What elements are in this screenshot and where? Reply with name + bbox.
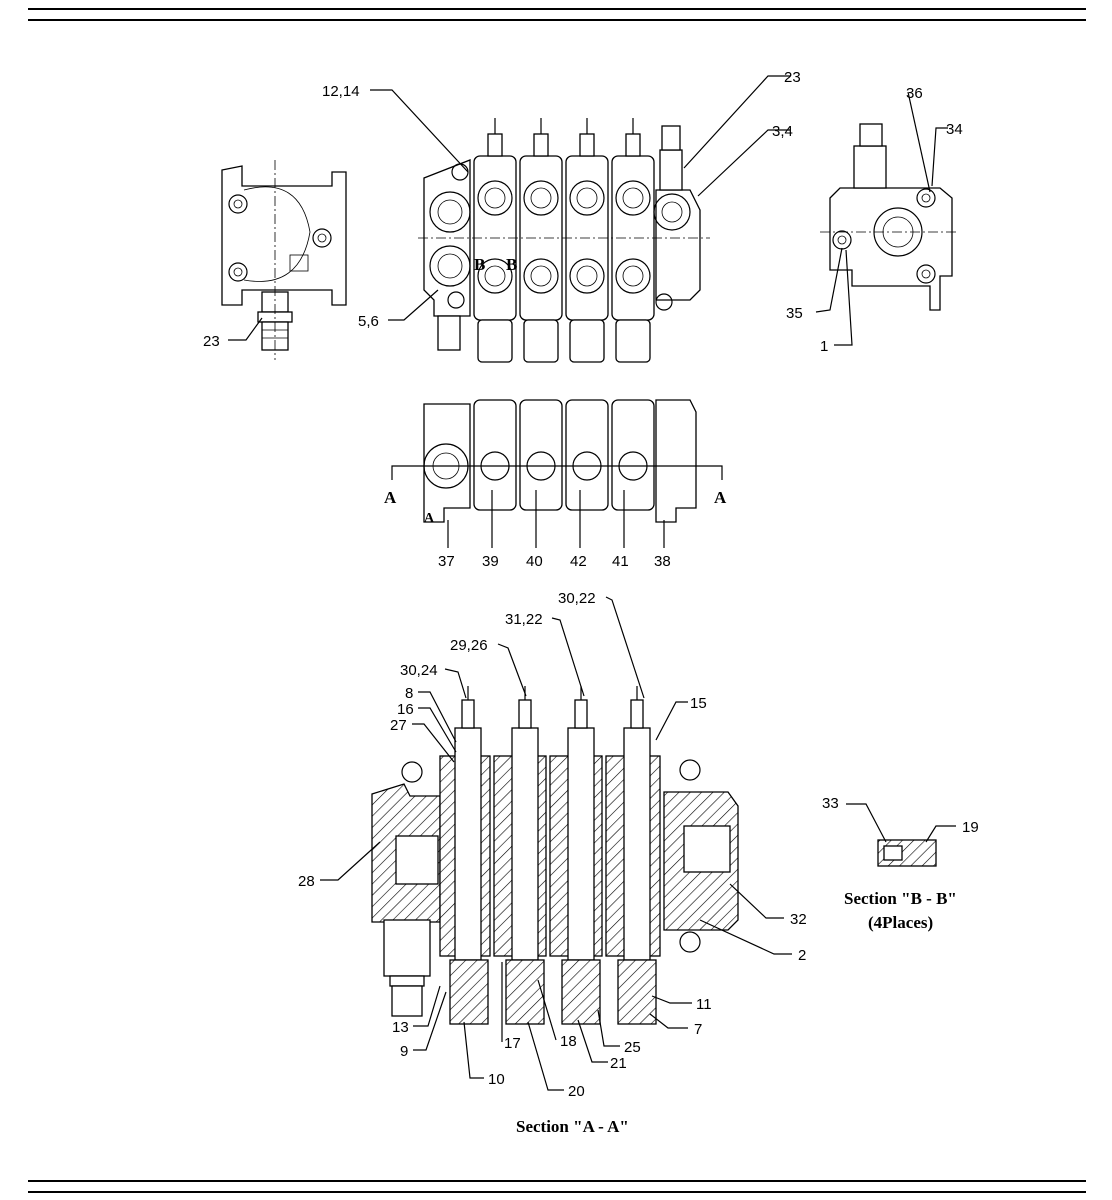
leader-lines [228,75,956,1091]
callout-39: 39 [482,553,499,570]
callout-40: 40 [526,553,543,570]
bottom-border-rule [28,1180,1086,1182]
callout-10: 10 [488,1071,505,1088]
work-section-3 [565,118,609,363]
callout-37: 37 [438,553,455,570]
callout-19: 19 [962,819,979,836]
callout-42: 42 [570,553,587,570]
callout-33: 33 [822,795,839,812]
callout-12-14: 12,14 [322,83,360,100]
port-mark-b1: B [474,255,485,274]
callout-13: 13 [392,1019,409,1036]
callout-30-22: 30,22 [558,590,596,607]
top-border-rule-2 [28,19,1086,21]
section-a-marker-right: A [714,488,727,507]
callout-32: 32 [790,911,807,928]
left-end-view [221,160,347,360]
callout-27: 27 [390,717,407,734]
callout-29-26: 29,26 [450,637,488,654]
top-border-rule [28,8,1086,10]
callout-21: 21 [610,1055,627,1072]
callout-41: 41 [612,553,629,570]
callout-7: 7 [694,1021,702,1038]
callout-9: 9 [400,1043,408,1060]
right-end-view [820,123,958,311]
callout-38: 38 [654,553,671,570]
port-mark-b2: B [506,255,517,274]
callout-20: 20 [568,1083,585,1100]
section-a-marker-left: A [384,488,397,507]
section-a-mark: A [424,511,435,526]
callout-36: 36 [906,85,923,102]
callout-17: 17 [504,1035,521,1052]
valve-bottom-view [391,399,723,523]
callout-18: 18 [560,1033,577,1050]
section-b-b-detail [877,839,937,867]
work-section-1 [473,118,517,363]
callout-30-24: 30,24 [400,662,438,679]
callout-15: 15 [690,695,707,712]
callout-28: 28 [298,873,315,890]
callout-5-6: 5,6 [358,313,379,330]
section-a-a-caption: Section "A - A" [516,1117,629,1136]
valve-front-view [418,118,710,363]
section-b-b-note: (4Places) [868,913,933,932]
callout-1: 1 [820,338,828,355]
bottom-border-rule-2 [28,1191,1086,1193]
callout-2: 2 [798,947,806,964]
section-b-b-caption: Section "B - B" [844,889,957,908]
callout-3-4: 3,4 [772,123,793,140]
callout-34: 34 [946,121,963,138]
callout-25: 25 [624,1039,641,1056]
callout-23-top: 23 [784,69,801,86]
callout-8: 8 [405,685,413,702]
work-section-4 [611,118,655,363]
section-a-a-view [371,686,739,1025]
callout-16: 16 [397,701,414,718]
work-section-2 [519,118,563,363]
callout-35: 35 [786,305,803,322]
callout-11: 11 [696,996,712,1013]
callout-31-22: 31,22 [505,611,543,628]
callout-23-left: 23 [203,333,220,350]
